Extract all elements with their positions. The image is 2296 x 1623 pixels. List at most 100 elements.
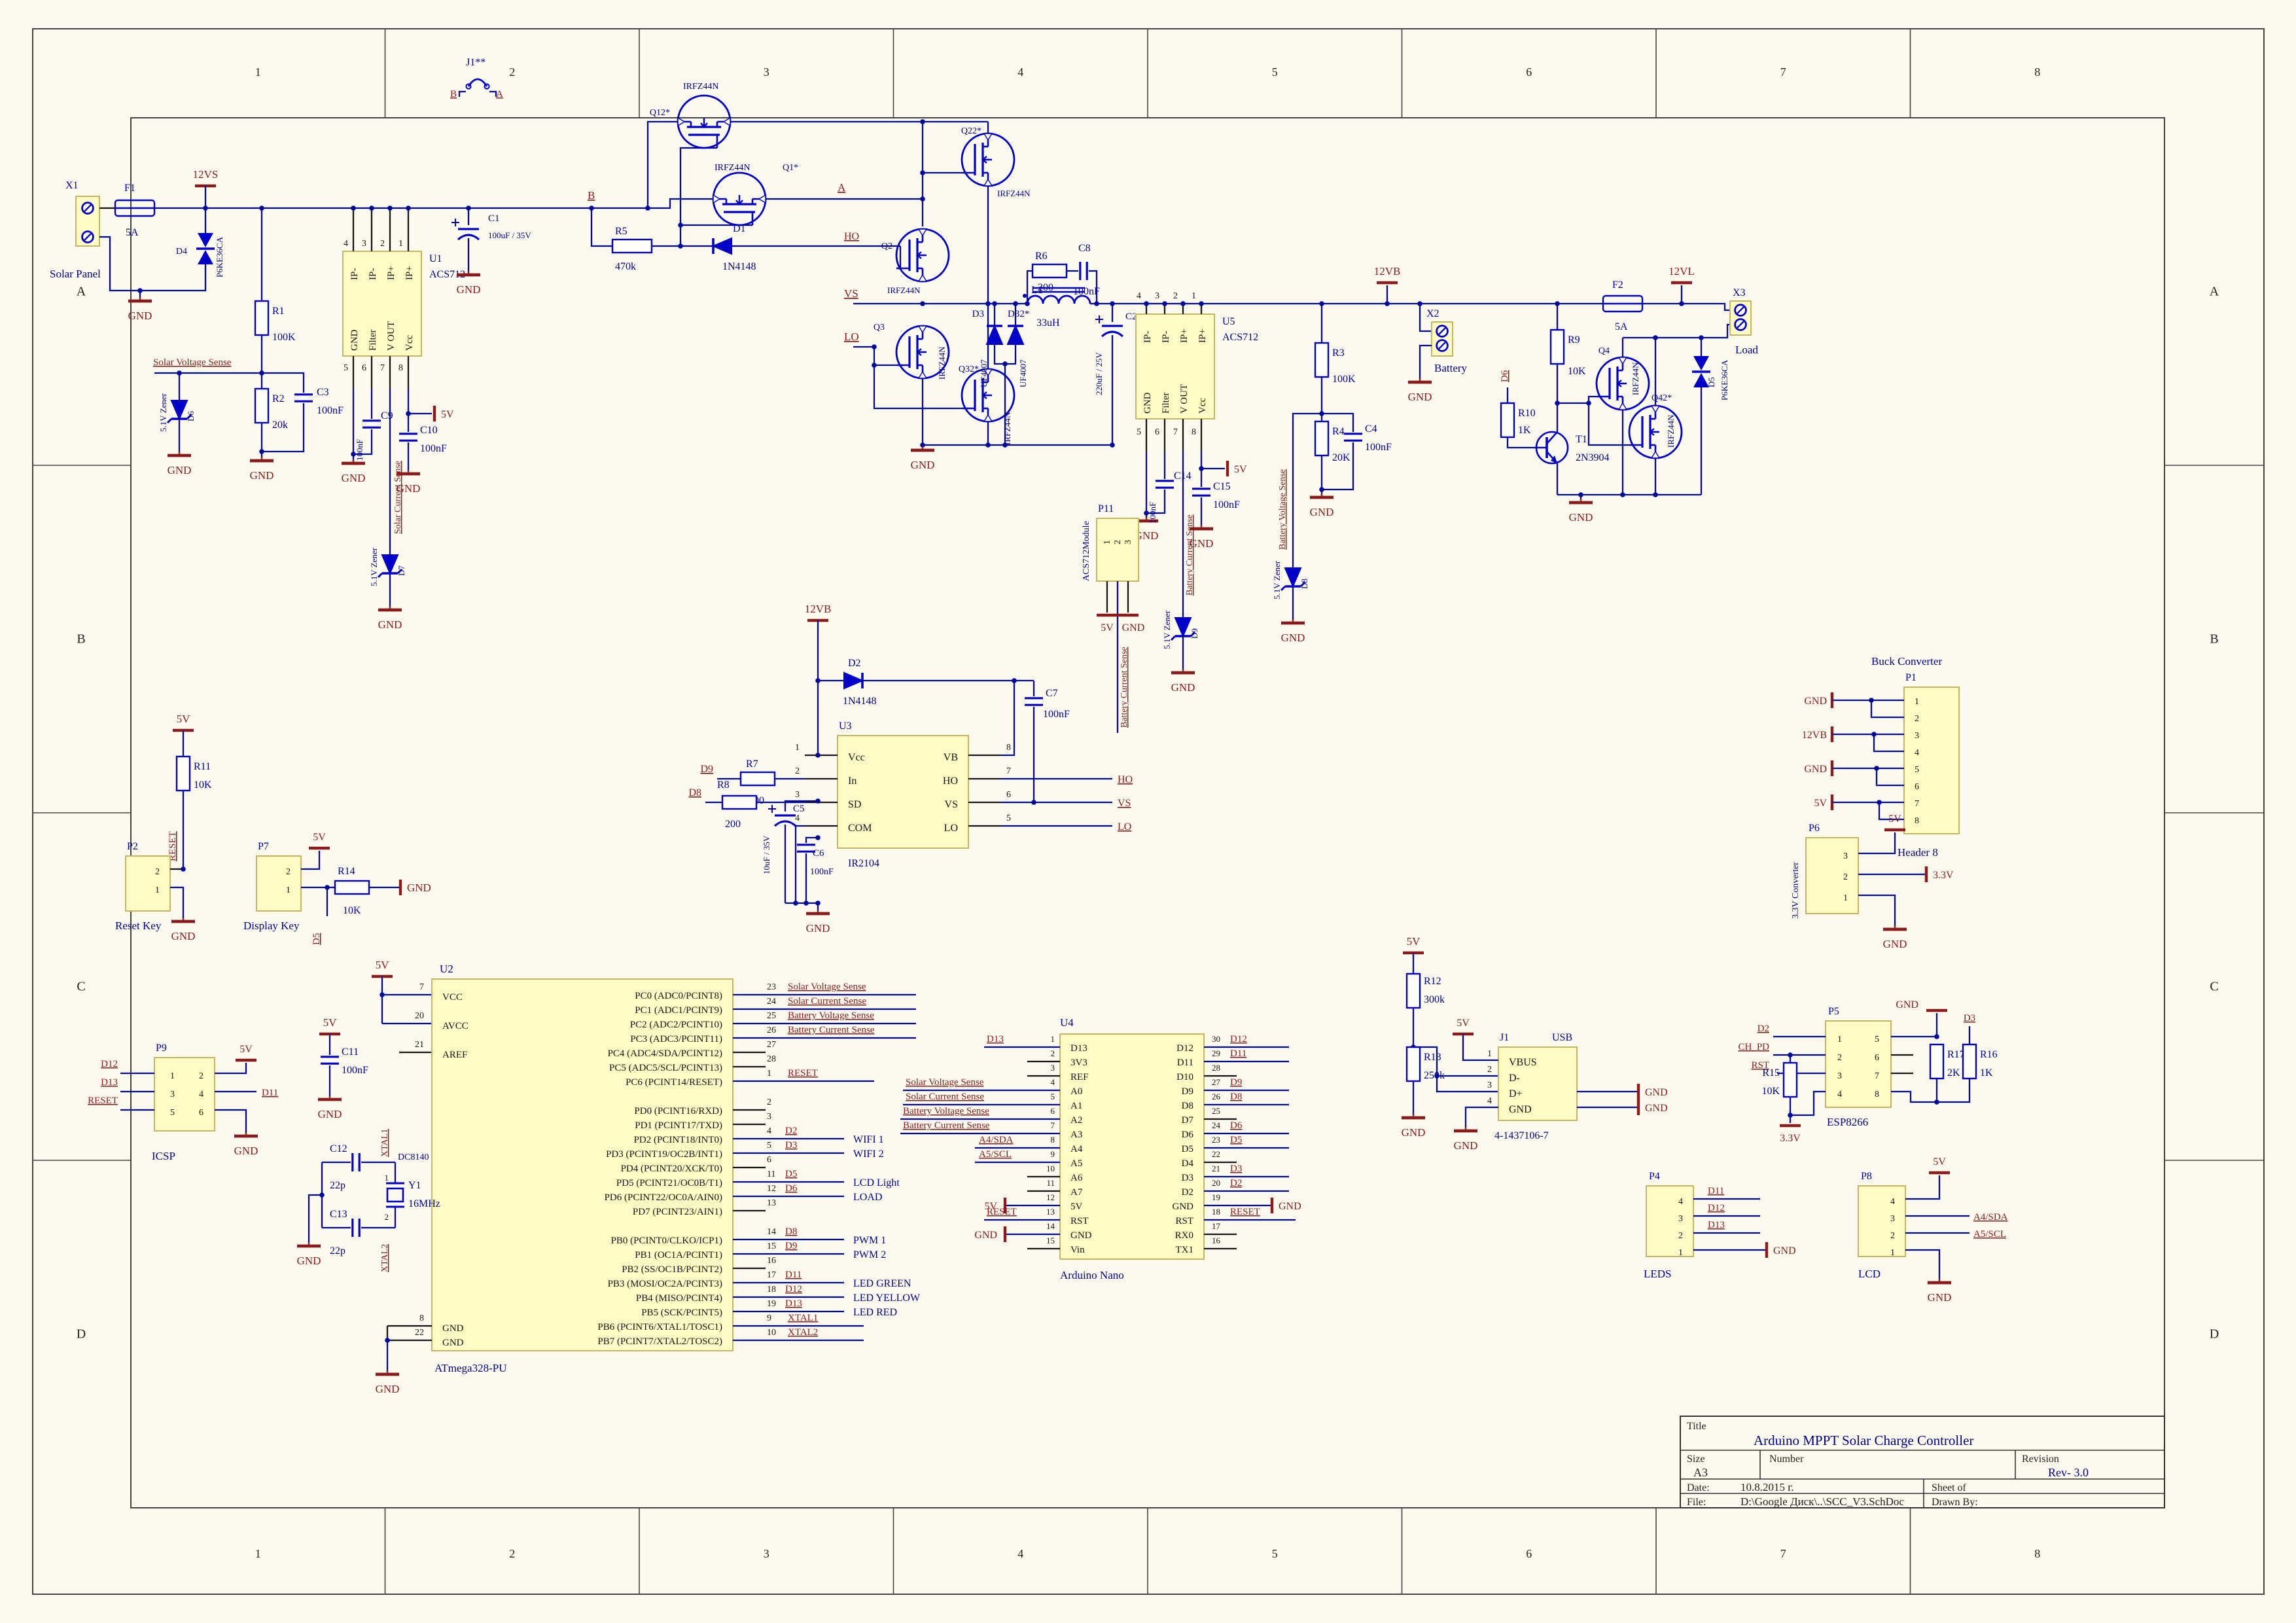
wire [1462,1034,1498,1061]
schematic-label: 5V [1457,1018,1470,1029]
schematic-label: D12 [1708,1203,1725,1213]
grid-column-label: 1 [255,65,261,79]
schematic-label: 10K [1568,366,1586,377]
schematic-label: 8 [1051,1135,1055,1145]
schematic-label: D9 [1230,1077,1242,1088]
schematic-label: ACS712 [429,269,465,280]
schematic-label: 24 [1212,1120,1221,1130]
schematic-label: Vcc [848,752,865,763]
schematic-label: Q12* [650,108,670,118]
schematic-label: 24 [767,997,776,1007]
Q12-mosfet [677,94,732,149]
schematic-label: PB1 (OC1A/PCINT1) [635,1250,722,1260]
schematic-label: 2 [199,1071,203,1081]
R11-body [175,755,191,792]
schematic-label: IR2104 [848,858,879,869]
ground-symbol [457,271,480,277]
schematic-label: Q22* [961,126,981,136]
schematic-label: 5V [313,832,326,843]
schematic-label: B [450,89,457,99]
file-value: D:\Google Диск\..\SCC_V3.SchDoc [1740,1495,1904,1508]
grid-row-label: A [77,285,86,299]
schematic-label: GND [1402,1126,1426,1139]
schematic-label: 7 [1173,427,1178,437]
R9-body [1549,329,1565,365]
schematic-label: 5A [1615,321,1628,332]
screw-terminal [1436,339,1449,352]
D3-diode [985,321,1004,349]
schematic-label: C4 [1365,423,1377,435]
U5-designator: U5 [1222,316,1235,327]
schematic-label: A7 [1070,1187,1083,1198]
schematic-label: 2 [1890,1231,1895,1241]
schematic-label: D- [1509,1073,1520,1084]
C2-cap [1095,315,1124,339]
screw-terminal [1734,304,1747,317]
T1-designator: T1 [1576,434,1587,445]
ground-symbol [376,1370,399,1376]
wire [1905,1249,1941,1280]
capacitor-symbol [1079,262,1088,280]
schematic-label: A5/SCL [1973,1229,2006,1240]
schematic-label: LCD Light [853,1177,900,1188]
Q2-mosfet [895,228,950,283]
schematic-label: 5.1V Zener [369,547,379,586]
P2-body [125,855,171,912]
date-label: Date: [1687,1482,1710,1493]
schematic-label: 1K [1518,425,1531,436]
schematic-label: 10K [194,779,212,791]
schematic-label: GND [1171,681,1195,694]
schematic-label: 5V [323,1016,338,1029]
schematic-label: Solar Voltage Sense [788,982,866,992]
schematic-label: ACS712Module [1082,521,1091,581]
schematic-label: 100nF [1365,442,1392,453]
D32-diode [1006,321,1025,349]
schematic-label: GND [171,930,196,942]
schematic-label: 6 [1875,1053,1879,1063]
schematic-label: GND [457,283,481,296]
wire [262,403,305,453]
schematic-label: 11 [767,1169,775,1179]
schematic-label: A5 [1070,1158,1082,1169]
schematic-label: D12 [101,1059,118,1069]
R17-body [1929,1043,1945,1080]
schematic-label: 3 [1890,1214,1895,1224]
schematic-label: 100nF [355,439,364,461]
capacitor-symbol [797,844,815,853]
schematic-label: R9 [1568,334,1580,346]
schematic-label: PD6 (PCINT22/OC0A/AIN0) [605,1192,722,1203]
schematic-label: 2 [1051,1048,1055,1058]
schematic-label: 26 [1212,1092,1221,1101]
R12-body [1405,972,1421,1009]
schematic-label: 4 [1678,1197,1683,1207]
schematic-label: GND [1122,622,1145,633]
schematic-label: 8 [1192,427,1196,437]
schematic-label: ESP8266 [1827,1116,1868,1128]
schematic-label: 10 [767,1328,776,1338]
schematic-title: Arduino MPPT Solar Charge Controller [1754,1433,1973,1448]
schematic-label: 1 [1103,540,1112,544]
schematic-label: PC2 (ADC2/PCINT10) [630,1020,722,1030]
schematic-label: 3 [795,790,800,800]
schematic-label: Q1* [783,163,798,173]
schematic-label: 1N4148 [722,261,756,272]
schematic-label: IRFZ44N [937,346,947,380]
schematic-label: 1K [1980,1067,1993,1079]
schematic-label: LOAD [853,1192,882,1203]
wire [170,886,185,919]
schematic-label: 100nF [1073,286,1100,297]
wire [301,851,321,870]
schematic-label: 17 [1212,1221,1221,1231]
schematic-label: 1 [1843,893,1848,903]
schematic-label: A5/SCL [979,1149,1012,1160]
U2-designator: U2 [440,963,453,975]
schematic-label: 5 [1051,1092,1055,1101]
schematic-label: V OUT [1179,384,1190,414]
L1-inductor [1023,287,1091,304]
net-battery-current-sense: Battery Current Sense [1185,514,1195,596]
junction-dot [985,442,991,448]
schematic-label: GND [234,1145,258,1157]
schematic-label: D6 [1182,1130,1194,1140]
ground-symbol [1402,1114,1425,1120]
capacitor-symbol [294,393,313,402]
